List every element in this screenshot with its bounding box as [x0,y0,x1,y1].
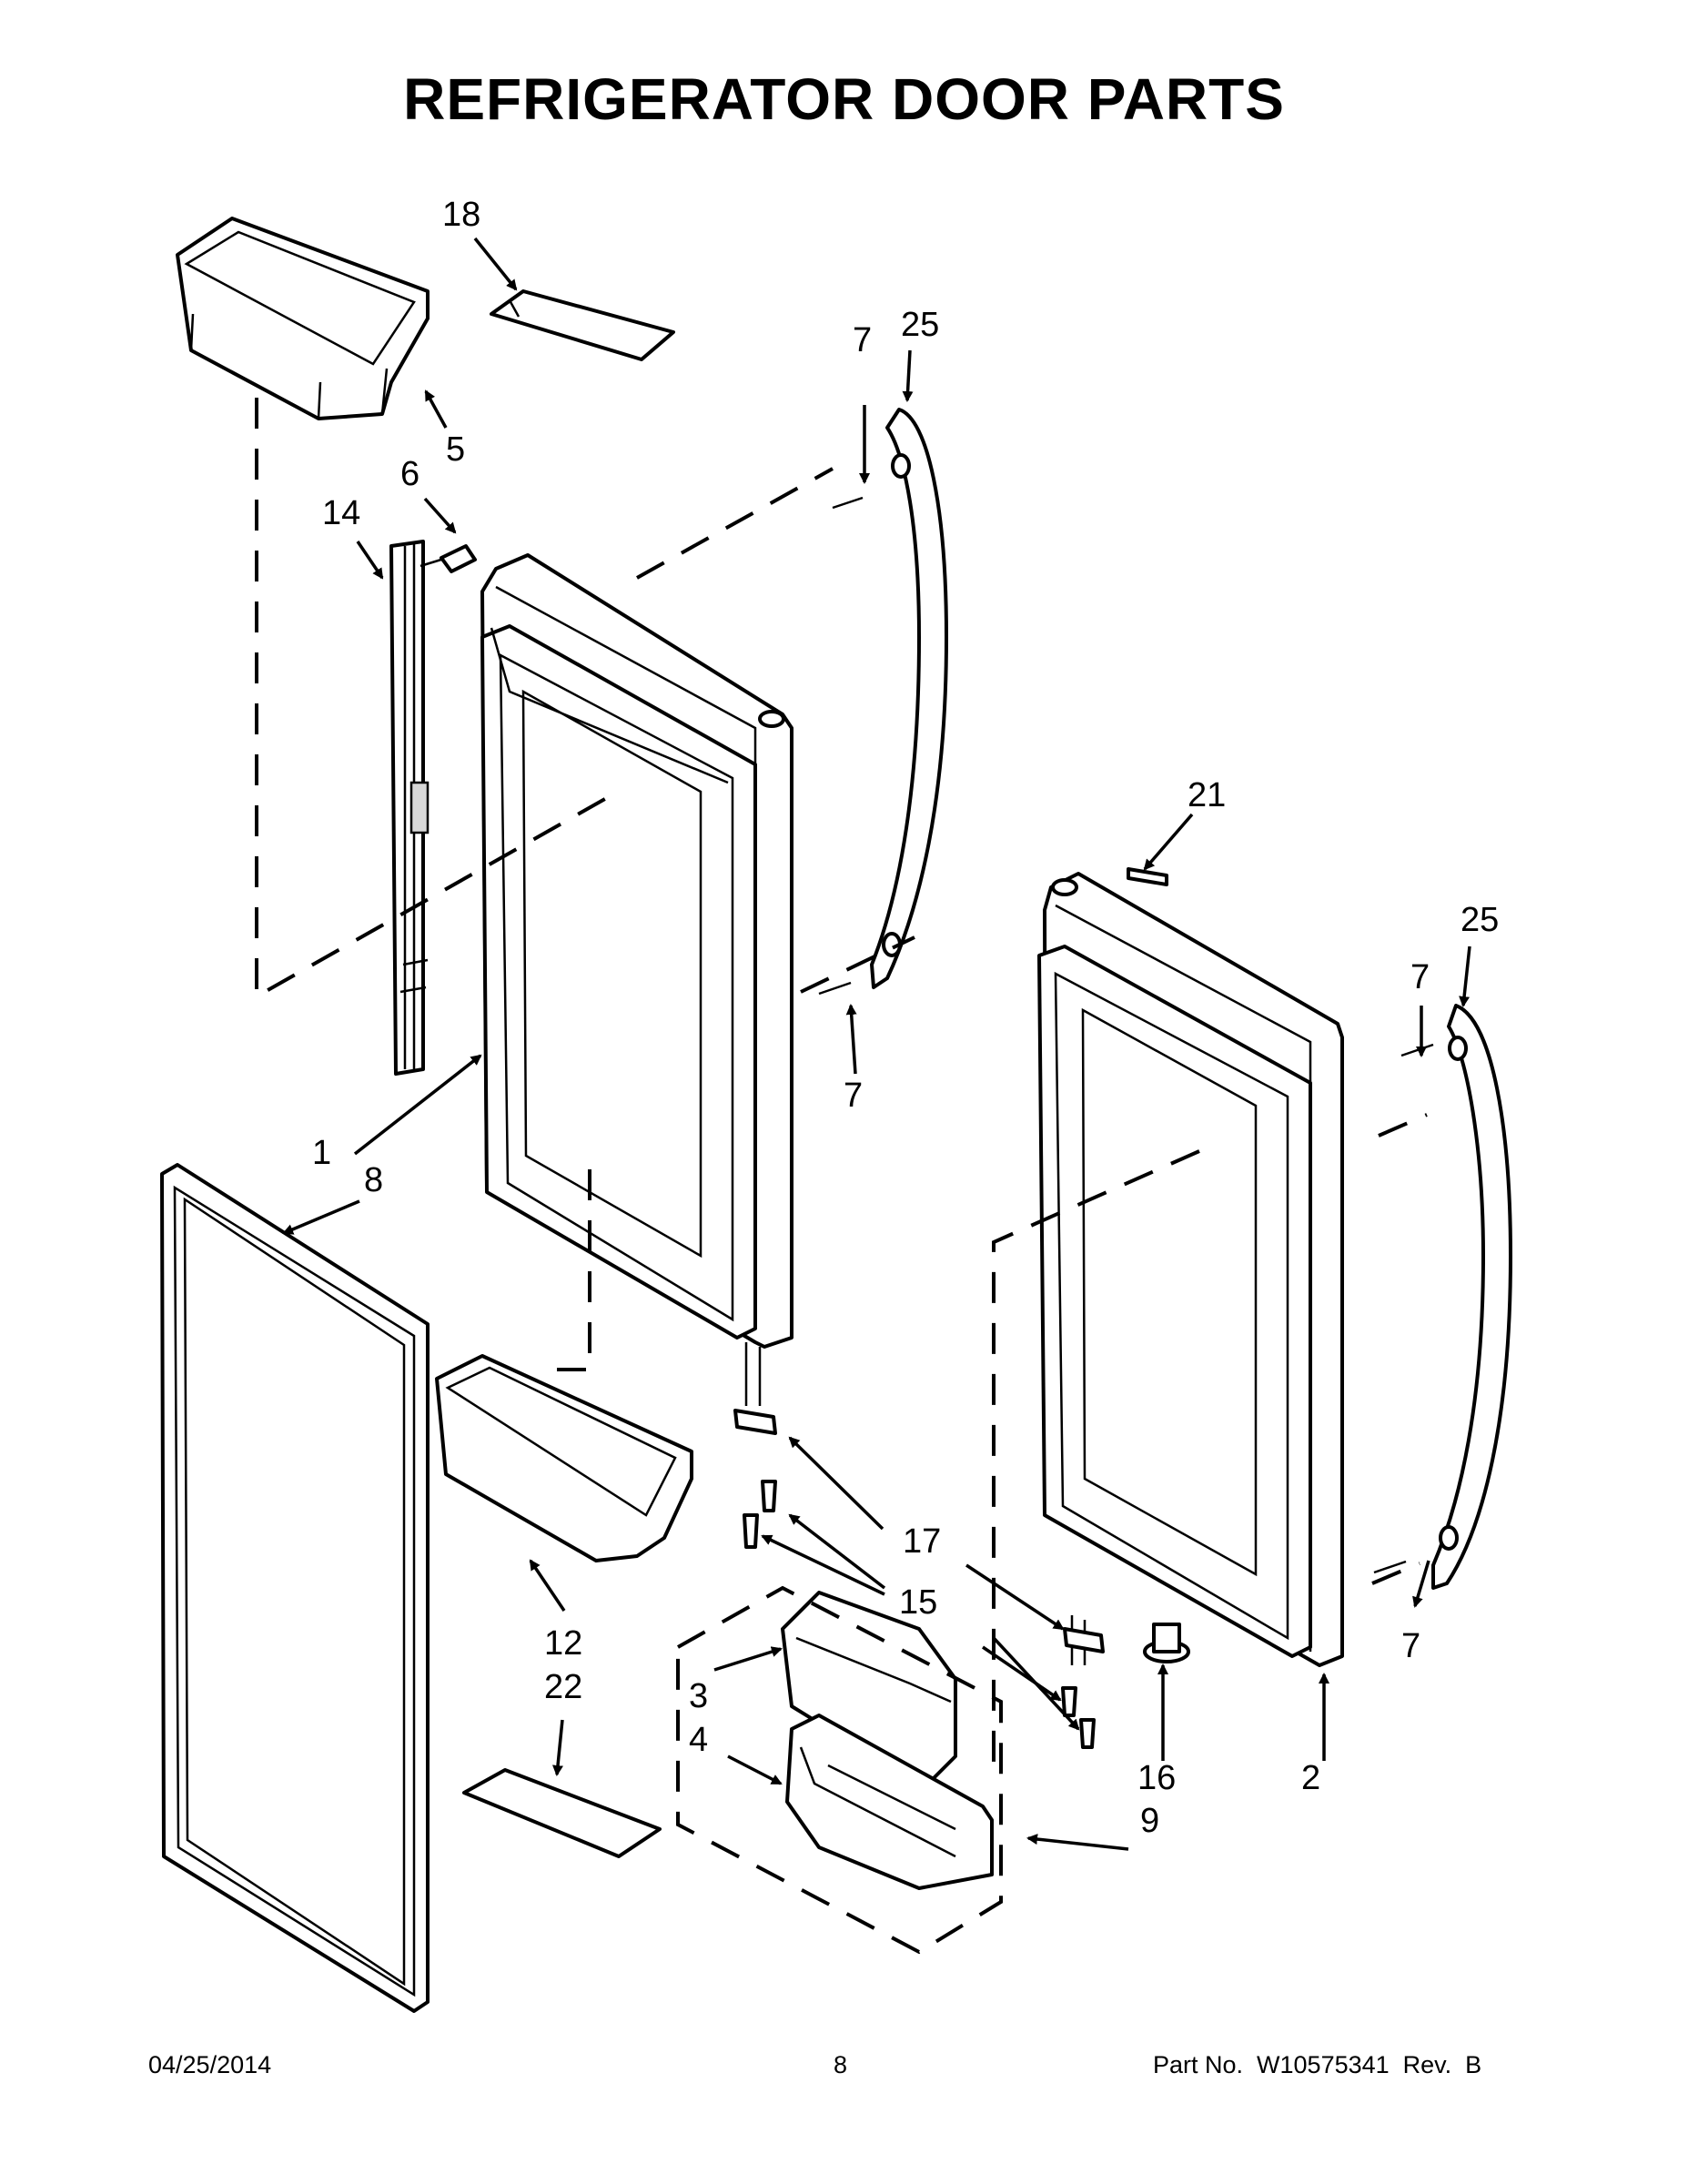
hinge-screws [743,1480,1096,1749]
bin-cap-lower [462,1768,662,1858]
door-bin-upper [176,217,430,420]
callout-17: 17 [903,1522,942,1561]
callout-18: 18 [442,196,481,234]
assembly-lines [255,398,1428,1773]
callout-1: 1 [312,1134,332,1172]
callout-14: 14 [322,494,361,532]
handle-screw [818,496,864,996]
callout-16: 16 [1137,1759,1177,1797]
door-handle-lower [1431,1004,1512,1590]
callout-25-lower: 25 [1461,901,1500,939]
callout-22: 22 [544,1668,583,1706]
door-insert-21 [1127,867,1168,886]
dispenser-assembly [676,1585,1003,1955]
mullion-bar [389,540,430,1076]
footer-page-number: 8 [834,2051,848,2078]
callout-7-lower-top: 7 [1410,958,1430,996]
callout-6: 6 [400,455,420,493]
footer-date: 04/25/2014 [148,2051,272,2078]
left-door [480,553,793,1406]
door-bin-lower [435,1354,693,1562]
footer-part-number: Part No. W10575341 Rev. B [1153,2051,1482,2078]
callout-5: 5 [446,430,466,469]
callout-3: 3 [689,1677,709,1715]
mullion-screw [419,544,477,573]
callout-7-upper-bottom: 7 [844,1077,864,1115]
bin-cap-upper [490,289,675,361]
door-cam [1143,1623,1190,1663]
page-title: REFRIGERATOR DOOR PARTS [403,66,1285,132]
callout-15: 15 [899,1583,938,1622]
callout-9: 9 [1140,1802,1160,1840]
door-gasket [160,1163,430,2013]
right-door [1037,872,1344,1667]
callout-8: 8 [364,1161,384,1199]
callout-2: 2 [1301,1759,1321,1797]
callout-4: 4 [689,1721,709,1759]
hinge-bracket [733,1409,1105,1653]
callout-25-upper: 25 [901,306,940,344]
callout-21: 21 [1188,776,1227,814]
door-handle-upper [870,408,948,989]
callout-12: 12 [544,1624,583,1663]
leader-arrows [282,237,1471,1851]
callout-7-upper-top: 7 [853,321,873,359]
callout-7-lower-bottom: 7 [1401,1627,1421,1665]
